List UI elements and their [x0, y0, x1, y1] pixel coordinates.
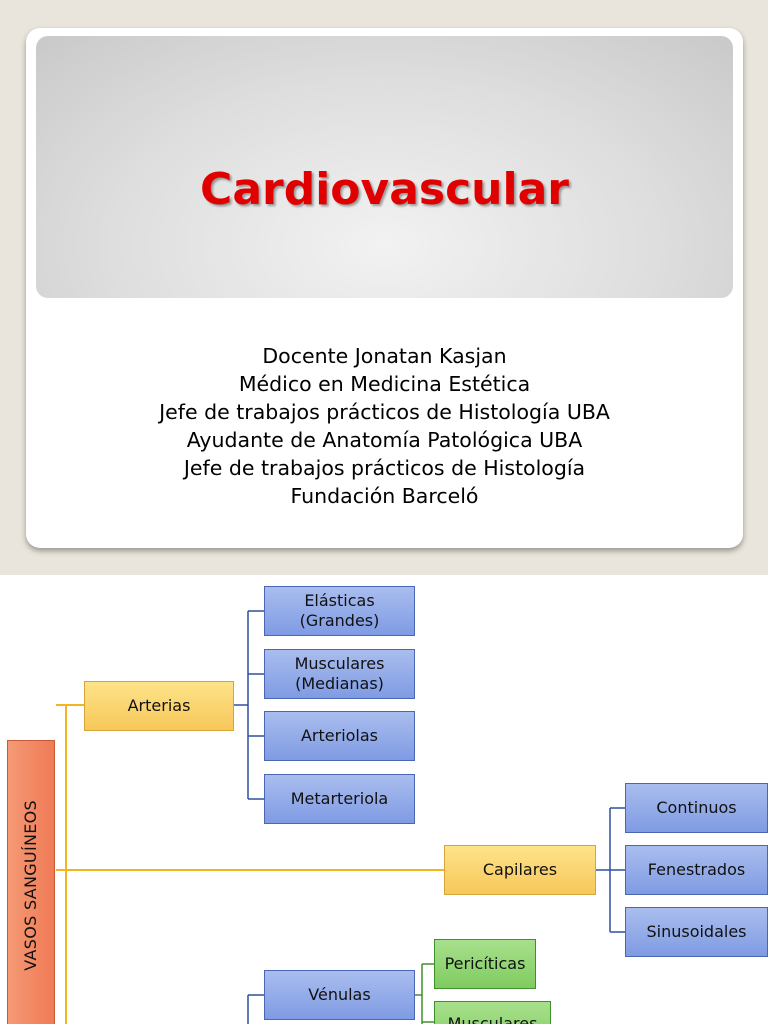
node-elasticas: Elásticas (Grandes) [264, 586, 415, 636]
node-musculares-venulas: Musculares [434, 1001, 551, 1024]
root-node-vasos-sanguineos: VASOS SANGUÍNEOS [7, 740, 55, 1024]
subtitle-line: Ayudante de Anatomía Patológica UBA [186, 428, 583, 452]
node-venulas: Vénulas [264, 970, 415, 1020]
subtitle-line: Jefe de trabajos prácticos de Histología [183, 456, 586, 480]
elasticas-label: Elásticas (Grandes) [299, 591, 380, 630]
node-periciticas: Pericíticas [434, 939, 536, 989]
musculares-medianas-label: Musculares (Medianas) [294, 654, 385, 693]
root-label: VASOS SANGUÍNEOS [21, 799, 40, 971]
arterias-connectors [234, 610, 264, 800]
musculares-venulas-label: Musculares [447, 1014, 538, 1024]
diagram-connectors [56, 610, 625, 1024]
node-arterias: Arterias [84, 681, 234, 731]
title-panel: Cardiovascular [36, 36, 733, 298]
node-arteriolas: Arteriolas [264, 711, 415, 761]
arteriolas-label: Arteriolas [300, 726, 379, 745]
metarteriola-label: Metarteriola [290, 789, 389, 808]
node-metarteriola: Metarteriola [264, 774, 415, 824]
root-connectors [56, 704, 444, 1024]
subtitle-line: Docente Jonatan Kasjan [262, 344, 507, 368]
periciticas-label: Pericíticas [444, 954, 526, 973]
node-continuos: Continuos [625, 783, 768, 833]
subtitle-line: Fundación Barceló [290, 484, 479, 508]
subtitle-line: Jefe de trabajos prácticos de Histología… [159, 400, 610, 424]
title-slide: Cardiovascular Docente Jonatan Kasjan Mé… [26, 28, 743, 548]
fenestrados-label: Fenestrados [647, 860, 746, 879]
node-fenestrados: Fenestrados [625, 845, 768, 895]
arterias-label: Arterias [127, 696, 191, 715]
venulas-label: Vénulas [308, 985, 371, 1004]
sinusoidales-label: Sinusoidales [646, 922, 747, 941]
capilares-connectors [596, 807, 625, 933]
node-capilares: Capilares [444, 845, 596, 895]
node-sinusoidales: Sinusoidales [625, 907, 768, 957]
continuos-label: Continuos [656, 798, 737, 817]
venulas-children-connectors [415, 963, 434, 1024]
subtitle-line: Médico en Medicina Estética [238, 372, 531, 396]
root-trunk-line [56, 704, 67, 1024]
node-musculares-medianas: Musculares (Medianas) [264, 649, 415, 699]
slide-title: Cardiovascular [200, 164, 569, 215]
venulas-connectors [247, 994, 264, 1024]
capilares-label: Capilares [482, 860, 558, 879]
presenter-info: Docente Jonatan Kasjan Médico en Medicin… [26, 342, 743, 510]
vessel-diagram-slide: VASOS SANGUÍNEOS Arterias Elásticas (Gra… [0, 575, 768, 1024]
